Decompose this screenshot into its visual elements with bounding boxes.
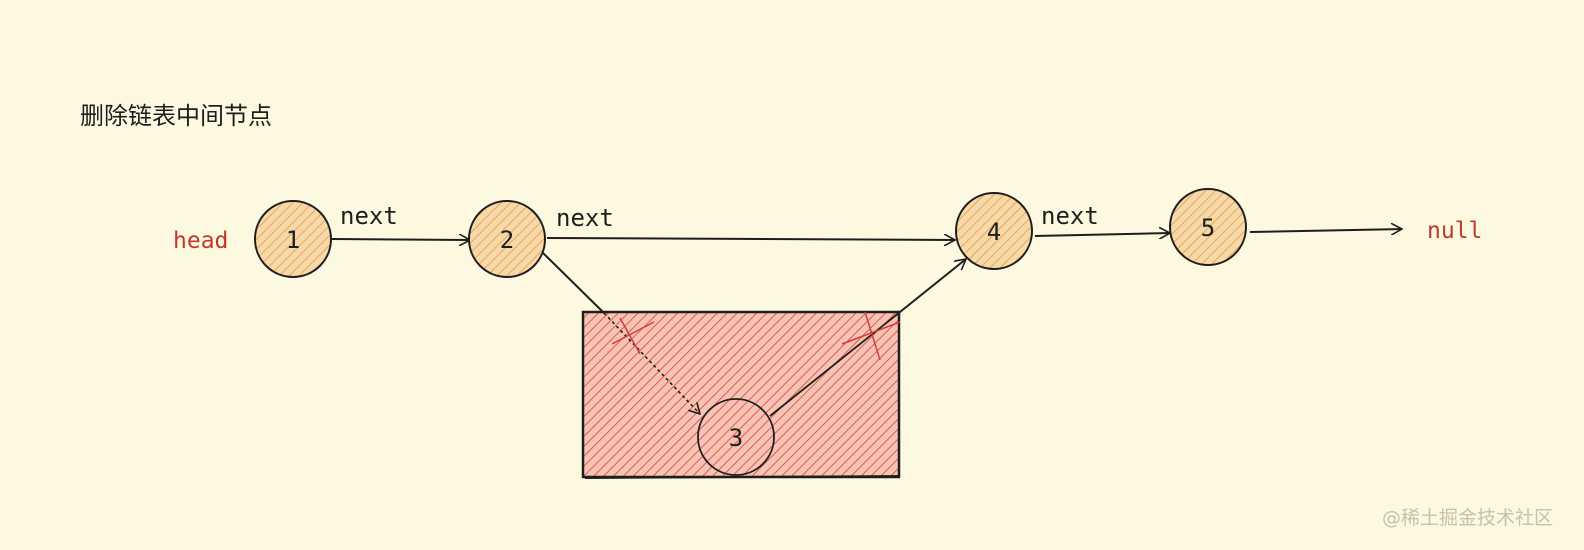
- node-4: 4: [955, 192, 1033, 270]
- arrow-1-to-2: [331, 239, 470, 240]
- node-2-label: 2: [500, 226, 514, 254]
- arrow-5-to-null: [1249, 229, 1402, 232]
- node-1: 1: [254, 200, 332, 278]
- cut-mark-3-to-4: [841, 311, 901, 361]
- node-5-label: 5: [1201, 214, 1215, 242]
- next-label-3: next: [1041, 202, 1099, 230]
- watermark: @稀土掘金技术社区: [1382, 507, 1553, 529]
- node-3-deleted: 3: [697, 398, 775, 476]
- arrow-2-to-3-removed: [603, 312, 700, 414]
- node-2: 2: [468, 200, 546, 278]
- node-4-label: 4: [987, 218, 1001, 246]
- diagram-title: 删除链表中间节点: [80, 102, 272, 130]
- next-label-1: next: [340, 202, 398, 230]
- arrow-2-to-3-outer: [539, 249, 605, 314]
- null-label: null: [1427, 218, 1482, 244]
- arrow-4-to-5: [1034, 233, 1170, 236]
- arrow-2-to-4: [546, 238, 955, 240]
- deleted-region-sketch-line: [584, 475, 901, 479]
- next-label-2: next: [556, 204, 614, 232]
- head-label: head: [173, 228, 228, 254]
- node-5: 5: [1169, 188, 1247, 266]
- node-3-label: 3: [729, 424, 743, 452]
- arrow-3-to-4-outer: [894, 259, 966, 317]
- arrow-3-to-4-inner: [769, 315, 896, 417]
- node-1-label: 1: [286, 226, 300, 254]
- cut-mark-2-to-3: [611, 317, 655, 355]
